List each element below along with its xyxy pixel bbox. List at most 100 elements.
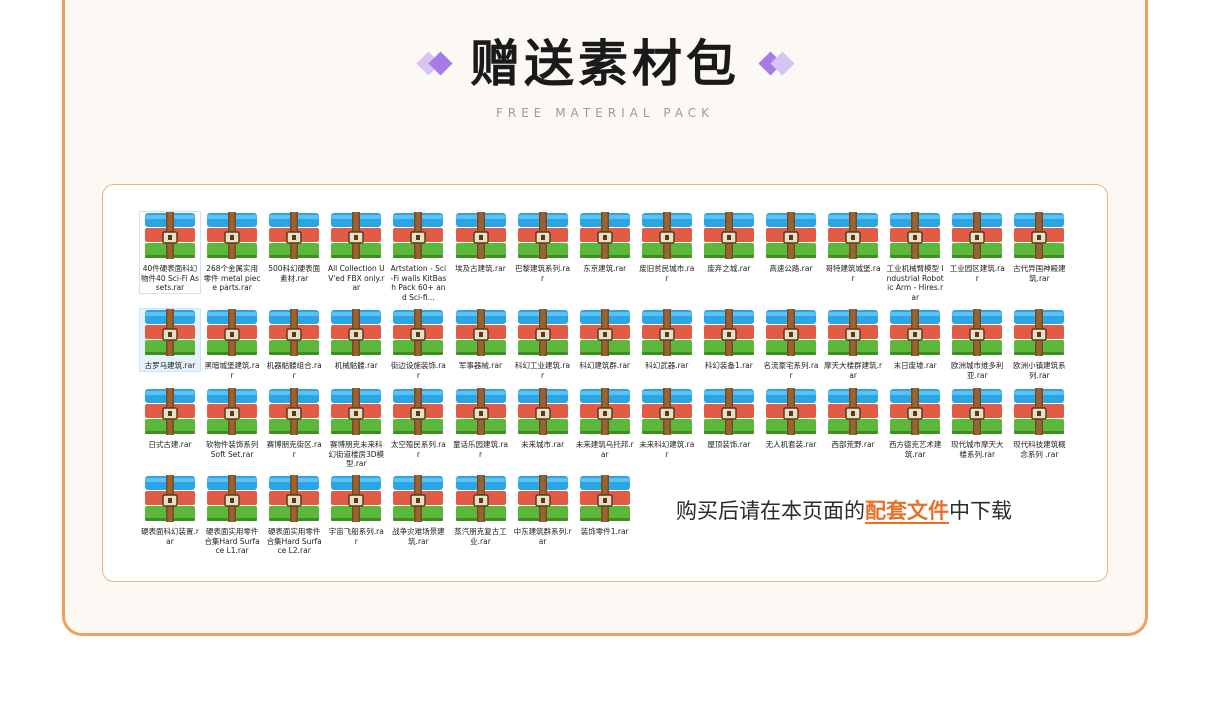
file-name: 中东建筑群系列.rar	[513, 527, 572, 546]
file-item[interactable]: 末日废墟.rar	[885, 309, 945, 371]
file-name: 硬表面实用零件合集Hard Surface L1.rar	[204, 527, 260, 556]
winrar-archive-icon	[326, 475, 386, 523]
file-name: 科幻武器.rar	[645, 361, 689, 370]
file-name: All Collection UV'ed FBX only.rar	[327, 264, 385, 293]
file-name: 哥特建筑城堡.rar	[825, 264, 881, 283]
winrar-archive-icon	[637, 388, 697, 436]
winrar-archive-icon	[1009, 388, 1069, 436]
file-item[interactable]: 名流豪宅系列.rar	[761, 309, 821, 380]
winrar-archive-icon	[513, 475, 573, 523]
winrar-archive-icon	[885, 212, 945, 260]
file-item[interactable]: 街边设施装饰.rar	[388, 309, 448, 380]
file-item[interactable]: 硬表面科幻装置.rar	[140, 475, 200, 546]
file-item[interactable]: 屋顶装饰.rar	[699, 388, 759, 450]
file-item[interactable]: 工业机械臂模型 Industrial Robotic Arm - Hires.r…	[885, 212, 945, 302]
winrar-archive-icon	[699, 309, 759, 357]
file-item[interactable]: 东京建筑.rar	[575, 212, 635, 274]
winrar-archive-icon	[637, 212, 697, 260]
file-item[interactable]: 埃及古建筑.rar	[451, 212, 511, 274]
file-item[interactable]: 古代异国神殿建筑.rar	[1009, 212, 1069, 283]
file-item[interactable]: 赛博朋克街区.rar	[264, 388, 324, 459]
file-item[interactable]: 废旧贫民城市.rar	[637, 212, 697, 283]
file-item[interactable]: 现代城市摩天大楼系列.rar	[947, 388, 1007, 459]
file-item[interactable]: 太空殖民系列.rar	[388, 388, 448, 459]
file-item[interactable]: 中东建筑群系列.rar	[513, 475, 573, 546]
file-name: 摩天大楼群建筑.rar	[824, 361, 883, 380]
file-item[interactable]: 黑暗城堡建筑.rar	[202, 309, 262, 380]
file-item[interactable]: 科幻工业建筑.rar	[513, 309, 573, 380]
file-item[interactable]: 硬表面实用零件合集Hard Surface L1.rar	[202, 475, 262, 556]
file-item[interactable]: 机器骷髅组合.rar	[264, 309, 324, 380]
file-item[interactable]: 科幻武器.rar	[637, 309, 697, 371]
file-item[interactable]: 欧洲小镇建筑系列.rar	[1009, 309, 1069, 380]
winrar-archive-icon	[513, 212, 573, 260]
file-item[interactable]: 西方德克艺术建筑.rar	[885, 388, 945, 459]
winrar-archive-icon	[388, 388, 448, 436]
file-item[interactable]: 科幻装备1.rar	[699, 309, 759, 371]
file-item[interactable]: All Collection UV'ed FBX only.rar	[326, 212, 386, 293]
file-item[interactable]: 哥特建筑城堡.rar	[823, 212, 883, 283]
winrar-archive-icon	[885, 388, 945, 436]
winrar-archive-icon	[388, 309, 448, 357]
file-item[interactable]: 童话乐园建筑.rar	[451, 388, 511, 459]
winrar-archive-icon	[140, 475, 200, 523]
file-item[interactable]: 机械骷髅.rar	[326, 309, 386, 371]
winrar-archive-icon	[513, 309, 573, 357]
file-item[interactable]: 摩天大楼群建筑.rar	[823, 309, 883, 380]
file-item[interactable]: 工业园区建筑.rar	[947, 212, 1007, 283]
file-item[interactable]: 日式古建.rar	[140, 388, 200, 450]
file-item[interactable]: 未来建筑乌托邦.rar	[575, 388, 635, 459]
winrar-archive-icon	[388, 212, 448, 260]
winrar-archive-icon	[140, 388, 200, 436]
file-item[interactable]: 古罗马建筑.rar	[139, 308, 201, 372]
file-item[interactable]: 未来城市.rar	[513, 388, 573, 450]
file-item[interactable]: Artstation - Sci-Fi walls KitBash Pack 6…	[388, 212, 448, 302]
winrar-archive-icon	[264, 309, 324, 357]
file-name: 装饰零件1.rar	[580, 527, 629, 536]
file-item[interactable]: 赛博朋克未来科幻街道楼房3D模型.rar	[326, 388, 386, 469]
file-name: 童话乐园建筑.rar	[452, 440, 509, 459]
winrar-archive-icon	[885, 309, 945, 357]
file-name: 欧洲小镇建筑系列.rar	[1013, 361, 1066, 380]
file-item[interactable]: 500科幻硬表面素材.rar	[264, 212, 324, 283]
file-name: 东京建筑.rar	[583, 264, 627, 273]
winrar-archive-icon	[947, 212, 1007, 260]
file-item[interactable]: 硬表面实用零件合集Hard Surface L2.rar	[264, 475, 324, 556]
file-item[interactable]: 宇宙飞船系列.rar	[326, 475, 386, 546]
file-item[interactable]: 现代科技建筑概念系列 .rar	[1009, 388, 1069, 459]
file-item[interactable]: 268个金属实用零件 metal piece parts.rar	[202, 212, 262, 293]
winrar-archive-icon	[202, 475, 262, 523]
file-item[interactable]: 西部荒野.rar	[823, 388, 883, 450]
file-name: 科幻工业建筑.rar	[515, 361, 571, 380]
winrar-archive-icon	[761, 388, 821, 436]
file-item[interactable]: 科幻建筑群.rar	[575, 309, 635, 371]
notice-highlight-link[interactable]: 配套文件	[865, 499, 949, 523]
file-item[interactable]: 欧洲城市维多利亚.rar	[947, 309, 1007, 380]
file-name: 机械骷髅.rar	[334, 361, 378, 370]
file-name: 工业机械臂模型 Industrial Robotic Arm - Hires.r…	[886, 264, 944, 302]
file-item[interactable]: 软物件装饰系列 Soft Set.rar	[202, 388, 262, 459]
winrar-archive-icon	[699, 388, 759, 436]
file-name: 欧洲城市维多利亚.rar	[951, 361, 1004, 380]
file-item[interactable]: 高速公路.rar	[761, 212, 821, 274]
winrar-archive-icon	[1009, 309, 1069, 357]
title-row: 赠送素材包	[0, 32, 1210, 96]
winrar-archive-icon	[451, 475, 511, 523]
file-item[interactable]: 未来科幻建筑.rar	[637, 388, 697, 459]
file-name: 战争灾难场景建筑.rar	[392, 527, 445, 546]
file-name: 黑暗城堡建筑.rar	[204, 361, 260, 380]
file-item[interactable]: 废弃之城.rar	[699, 212, 759, 274]
file-item[interactable]: 战争灾难场景建筑.rar	[388, 475, 448, 546]
file-name: 废弃之城.rar	[707, 264, 751, 273]
file-item[interactable]: 军事器械.rar	[451, 309, 511, 371]
file-name: 无人机套装.rar	[765, 440, 817, 449]
file-item[interactable]: 40件硬表面科幻物件40 Sci-Fi Assets.rar	[139, 211, 201, 294]
file-item[interactable]: 蒸汽朋克复古工业.rar	[451, 475, 511, 546]
file-item[interactable]: 装饰零件1.rar	[575, 475, 635, 537]
winrar-archive-icon	[388, 475, 448, 523]
file-item[interactable]: 巴黎建筑系列.rar	[513, 212, 573, 283]
winrar-archive-icon	[699, 212, 759, 260]
winrar-archive-icon	[1009, 212, 1069, 260]
file-item[interactable]: 无人机套装.rar	[761, 388, 821, 450]
file-name: 西方德克艺术建筑.rar	[888, 440, 942, 459]
